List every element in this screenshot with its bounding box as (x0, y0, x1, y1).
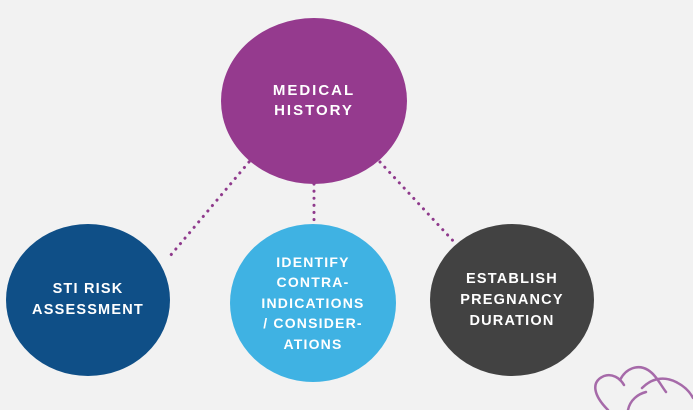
node-medical-history: MEDICAL HISTORY (221, 18, 407, 184)
node-medical-history-label: MEDICAL HISTORY (272, 82, 356, 119)
node-sti-risk-assessment-label: STI RISK ASSESSMENT (32, 281, 144, 318)
node-establish-pregnancy-duration-label: ESTABLISH PREGNANCY DURATION (460, 270, 564, 329)
node-identify-contraindications: IDENTIFY CONTRA- INDICATIONS / CONSIDER-… (230, 224, 396, 382)
connector-left (168, 160, 251, 258)
node-sti-risk-assessment: STI RISK ASSESSMENT (6, 224, 170, 376)
node-establish-pregnancy-duration: ESTABLISH PREGNANCY DURATION (430, 224, 594, 376)
outline-hand-icon (594, 366, 693, 410)
node-identify-contraindications-label: IDENTIFY CONTRA- INDICATIONS / CONSIDER-… (261, 253, 365, 352)
connector-right (378, 160, 458, 246)
